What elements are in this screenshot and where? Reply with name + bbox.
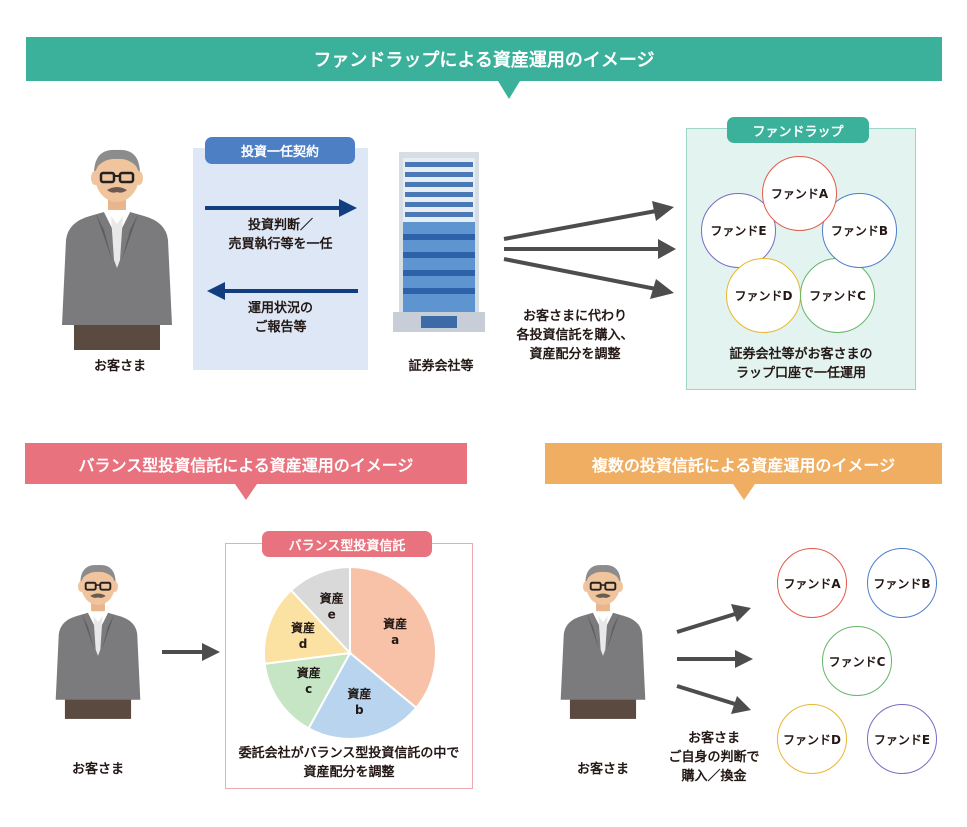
pie-slice-e bbox=[289, 565, 351, 656]
report-text: 運用状況の ご報告等 bbox=[203, 299, 358, 337]
balance-caption-line2: 資産配分を調整 bbox=[303, 765, 395, 780]
balance-banner-pointer bbox=[235, 484, 257, 500]
pie-slice-a bbox=[349, 565, 437, 710]
multi-fund-d: ファンドD bbox=[777, 704, 847, 774]
multi-fund-c: ファンドC bbox=[822, 626, 892, 696]
office-building-icon bbox=[393, 152, 485, 332]
pie-slice-b bbox=[307, 651, 418, 740]
contract-pill: 投資一任契約 bbox=[205, 137, 355, 164]
multi-caption-line2: ご自身の判断で bbox=[668, 750, 760, 765]
top-fund-d: ファンドD bbox=[726, 258, 801, 333]
customer-person-icon bbox=[62, 149, 172, 350]
middle-text-line2: 各投資信託を購入、 bbox=[516, 328, 634, 343]
fund-wrap-label: ファンドラップ bbox=[752, 124, 844, 140]
multi-caption: お客さま ご自身の判断で 購入／換金 bbox=[664, 729, 764, 786]
multi-caption-line3: 購入／換金 bbox=[681, 769, 747, 784]
top-banner: ファンドラップによる資産運用のイメージ bbox=[26, 37, 942, 99]
report-text-line1: 運用状況の bbox=[247, 301, 313, 316]
multi-customer-label: お客さま bbox=[576, 762, 629, 777]
wrap-caption: 証券会社等がお客さまの ラップ口座で一任運用 bbox=[690, 345, 912, 383]
multi-fund-a: ファンドA bbox=[777, 548, 847, 618]
pie-slice-c bbox=[263, 651, 352, 730]
balance-caption-line1: 委託会社がバランス型投資信託の中で bbox=[238, 746, 460, 761]
multi-banner-pointer bbox=[733, 484, 755, 500]
wrap-caption-line2: ラップ口座で一任運用 bbox=[735, 366, 866, 381]
multi-banner: 複数の投資信託による資産運用のイメージ bbox=[545, 443, 942, 500]
multi-arrows bbox=[676, 604, 753, 714]
pie-slice-d bbox=[263, 588, 353, 665]
multi-caption-line1: お客さま bbox=[687, 731, 740, 746]
customer-person-icon bbox=[54, 564, 142, 720]
top-fund-c: ファンドC bbox=[800, 258, 875, 333]
balance-arrow bbox=[162, 643, 220, 661]
contract-arrows bbox=[205, 199, 358, 300]
top-fund-a: ファンドA bbox=[762, 156, 837, 231]
balance-pill: バランス型投資信託 bbox=[262, 531, 432, 557]
wrap-caption-line1: 証券会社等がお客さまの bbox=[729, 347, 873, 362]
middle-text: お客さまに代わり 各投資信託を購入、 資産配分を調整 bbox=[505, 307, 645, 364]
fund-wrap-pill: ファンドラップ bbox=[727, 117, 869, 143]
top-customer-label: お客さま bbox=[93, 359, 146, 374]
multi-banner-title: 複数の投資信託による資産運用のイメージ bbox=[591, 455, 896, 475]
middle-text-line3: 資産配分を調整 bbox=[529, 347, 621, 362]
company-label: 証券会社等 bbox=[408, 359, 474, 374]
balance-banner: バランス型投資信託による資産運用のイメージ bbox=[25, 443, 467, 500]
balance-customer-label: お客さま bbox=[71, 762, 124, 777]
top-banner-pointer bbox=[498, 81, 520, 99]
middle-text-line1: お客さまに代わり bbox=[522, 309, 627, 324]
delegate-text: 投資判断／ 売買執行等を一任 bbox=[203, 216, 358, 254]
contract-label: 投資一任契約 bbox=[240, 145, 319, 160]
balance-caption: 委託会社がバランス型投資信託の中で 資産配分を調整 bbox=[228, 744, 470, 782]
multi-fund-e: ファンドE bbox=[867, 704, 937, 774]
report-text-line2: ご報告等 bbox=[254, 320, 307, 335]
delegate-text-line1: 投資判断／ bbox=[247, 218, 313, 233]
top-banner-title: ファンドラップによる資産運用のイメージ bbox=[313, 50, 655, 71]
invest-arrows bbox=[503, 201, 676, 299]
balance-banner-title: バランス型投資信託による資産運用のイメージ bbox=[78, 455, 414, 475]
customer-person-icon bbox=[559, 564, 647, 720]
contract-box bbox=[193, 148, 368, 370]
balance-box-label: バランス型投資信託 bbox=[288, 538, 406, 554]
multi-fund-b: ファンドB bbox=[867, 548, 937, 618]
delegate-text-line2: 売買執行等を一任 bbox=[228, 237, 333, 252]
